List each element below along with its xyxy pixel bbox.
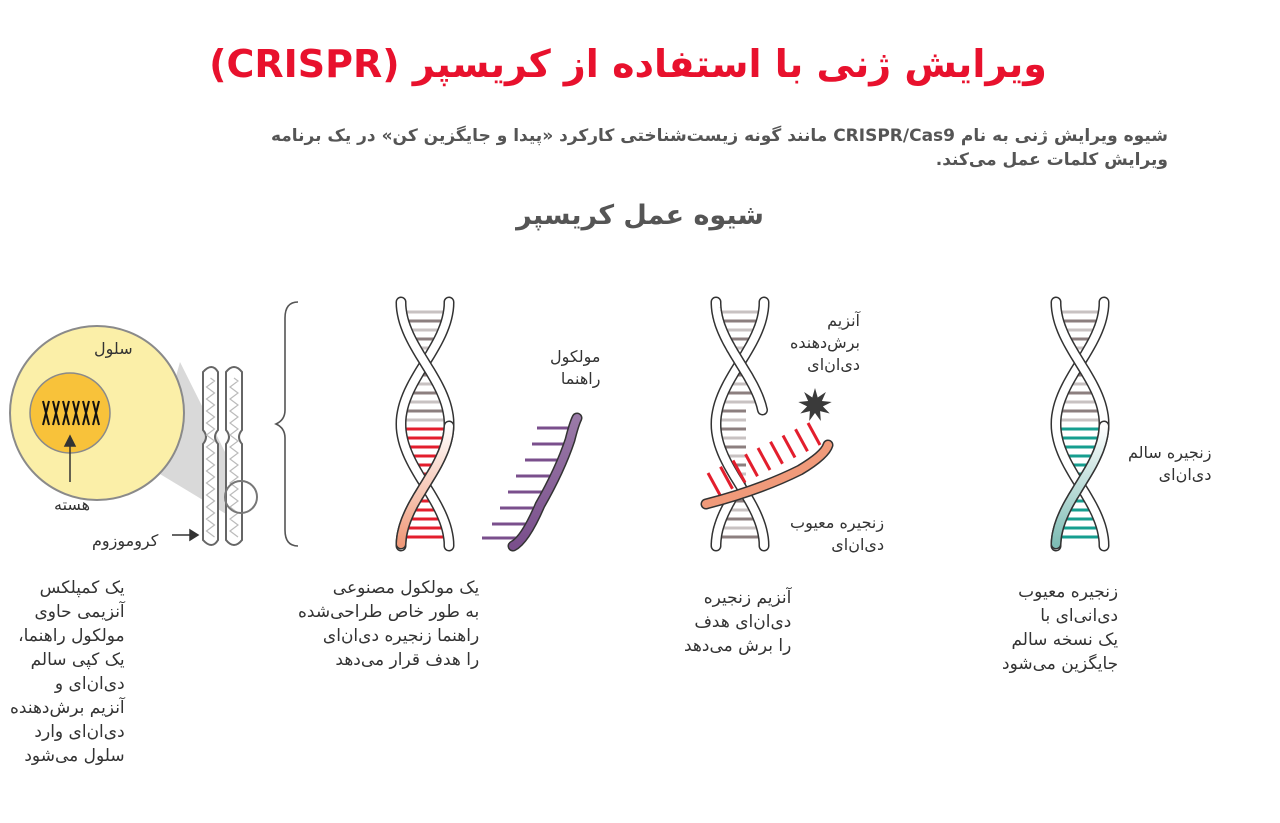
diagram-subtitle: شیوه عمل کریسپر <box>516 200 764 231</box>
caption-step-1-line: آنزیمی حاوی <box>34 602 125 622</box>
mini-chromosome-icon <box>72 400 80 426</box>
caption-step-1-line: سلول می‌شود <box>24 746 125 766</box>
caption-step-3: آنزیم زنجیره دی‌ان‌ای هدف را برش می‌دهد <box>684 586 791 658</box>
mini-chromosome-icon <box>82 400 90 426</box>
caption-step-4-line: زنجیره معیوب <box>1018 582 1119 602</box>
caption-step-4-line: دی‌انی‌ای با <box>1040 606 1119 626</box>
page-title: ویرایش ژنی با استفاده از کریسپر (CRISPR) <box>209 42 1047 86</box>
mini-chromosome-icon <box>92 400 100 426</box>
defective-strand-label: زنجیره معیوب دی‌ان‌ای <box>790 512 884 556</box>
caption-step-2-line: یک مولکول مصنوعی <box>332 578 480 598</box>
caption-step-1-line: آنزیم برش‌دهنده <box>10 698 125 718</box>
caption-step-2-line: به طور خاص طراحی‌شده <box>298 602 480 622</box>
defective-strand-icon <box>700 422 834 510</box>
intro-text: شیوه ویرایش ژنی به نام CRISPR/Cas9 مانند… <box>100 124 1168 172</box>
guide-molecule-label-2: راهنما <box>560 369 601 388</box>
cutting-enzyme-label-1: آنزیم <box>827 311 860 330</box>
arrow-icon <box>63 434 77 482</box>
cas9-star-icon <box>798 388 832 421</box>
mini-chromosome-icon <box>42 400 50 426</box>
healthy-strand-label-2: دی‌ان‌ای <box>1158 465 1212 484</box>
chromosome-icon <box>202 366 258 546</box>
brace <box>274 301 299 547</box>
cutting-enzyme-label-2: برش‌دهنده <box>790 333 860 352</box>
guide-molecule-label: مولکول راهنما <box>550 346 600 390</box>
guide-rna-icon <box>482 412 583 552</box>
caption-step-2-line: را هدف قرار می‌دهد <box>335 650 480 670</box>
caption-step-1-line: مولکول راهنما، <box>18 626 125 646</box>
intro-line-1: شیوه ویرایش ژنی به نام CRISPR/Cas9 مانند… <box>270 126 1168 146</box>
caption-step-1-line: یک کمپلکس <box>39 578 125 598</box>
caption-step-1: یک کمپلکس آنزیمی حاوی مولکول راهنما، یک … <box>10 576 125 768</box>
dna-helix-icon <box>1050 296 1110 552</box>
caption-step-4-line: یک نسخه سالم <box>1011 630 1119 650</box>
caption-step-1-line: دی‌ان‌ای و <box>54 674 125 694</box>
mini-chromosome-icon <box>52 400 60 426</box>
dna-helix-icon <box>700 296 834 552</box>
chromosome-label: کروموزوم <box>92 531 159 550</box>
caption-step-3-line: دی‌ان‌ای هدف <box>694 612 792 632</box>
caption-step-3-line: را برش می‌دهد <box>684 636 792 656</box>
intro-line-2: ویرایش کلمات عمل می‌کند. <box>935 150 1168 170</box>
healthy-strand-label-1: زنجیره سالم <box>1128 443 1212 462</box>
dna-helix-icon <box>395 296 455 552</box>
nucleus-label: هسته <box>54 495 91 514</box>
caption-step-3-line: آنزیم زنجیره <box>703 588 792 608</box>
caption-step-2-line: راهنما زنجیره دی‌ان‌ای <box>322 626 480 646</box>
defective-strand-label-1: زنجیره معیوب <box>790 513 885 532</box>
caption-step-1-line: دی‌ان‌ای وارد <box>34 722 125 742</box>
cell-label: سلول <box>94 339 133 358</box>
guide-molecule-label-1: مولکول <box>550 347 601 366</box>
caption-step-1-line: یک کپی سالم <box>30 650 125 670</box>
caption-step-4: زنجیره معیوب دی‌انی‌ای با یک نسخه سالم ج… <box>1002 580 1118 676</box>
arrow-icon <box>172 528 200 542</box>
defective-strand-label-2: دی‌ان‌ای <box>831 535 885 554</box>
caption-step-2: یک مولکول مصنوعی به طور خاص طراحی‌شده را… <box>298 576 479 672</box>
cutting-enzyme-label-3: دی‌ان‌ای <box>807 355 860 374</box>
healthy-strand-label: زنجیره سالم دی‌ان‌ای <box>1128 442 1211 486</box>
cutting-enzyme-label: آنزیم برش‌دهنده دی‌ان‌ای <box>790 310 860 376</box>
mini-chromosome-icon <box>62 400 70 426</box>
caption-step-4-line: جایگزین می‌شود <box>1002 654 1119 674</box>
